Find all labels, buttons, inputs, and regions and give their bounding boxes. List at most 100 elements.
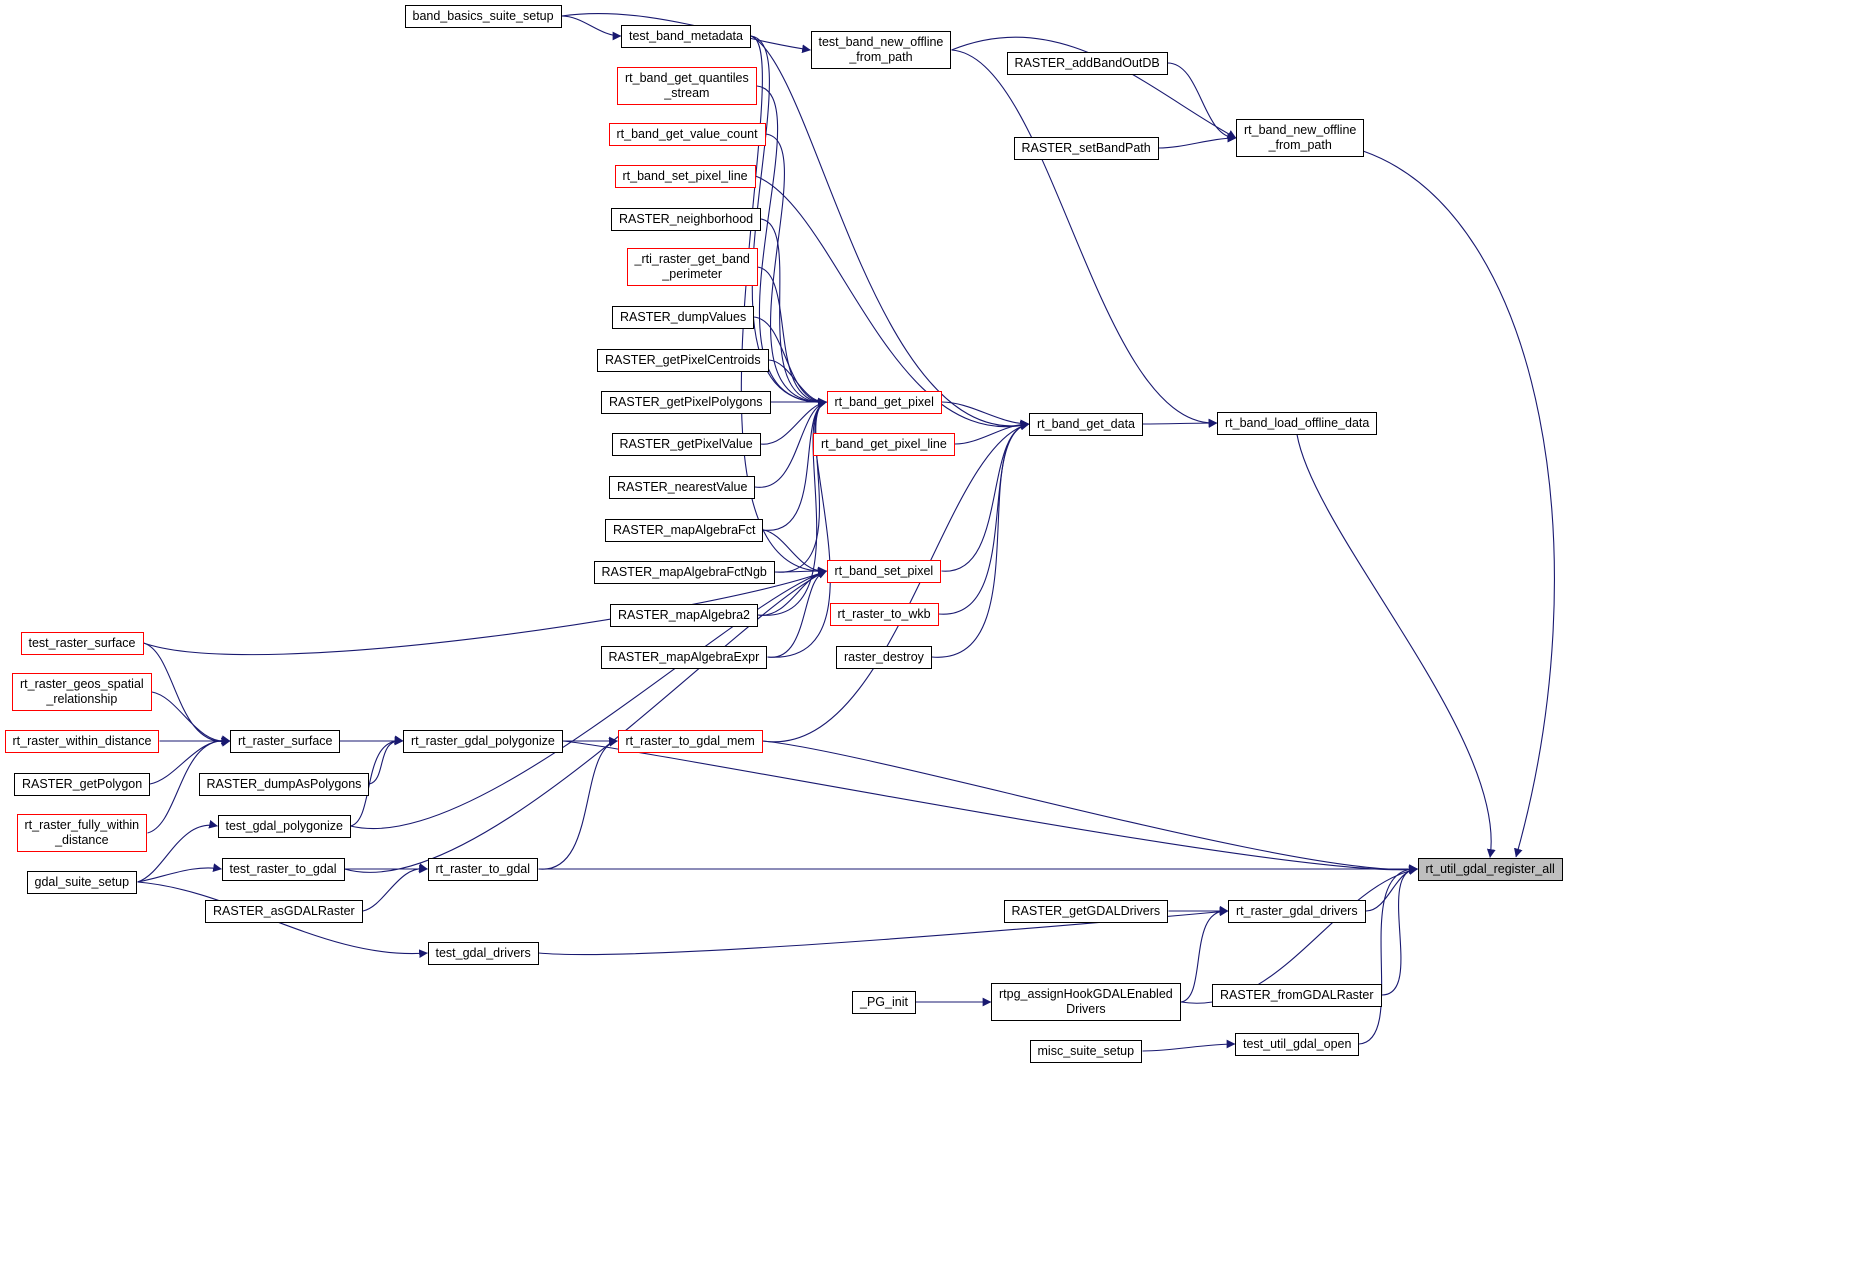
node-RASTER_getPixelValue[interactable]: RASTER_getPixelValue <box>611 432 761 456</box>
node-label: rt_band_new_offline <box>1244 123 1357 137</box>
edge-gdal_suite_setup--test_raster_to_gdal <box>137 863 222 883</box>
edge-RASTER_dumpAsPolygons--rt_raster_gdal_polygonize <box>369 735 404 785</box>
edge-rt_band_get_value_count--rt_band_get_pixel <box>765 133 827 407</box>
node-rt_raster_within_distance[interactable]: rt_raster_within_distance <box>4 729 160 753</box>
node-label: test_util_gdal_open <box>1243 1036 1352 1051</box>
edge-rt_raster_to_gdal_mem--rt_band_get_data <box>762 421 1030 743</box>
edge-rt_band_new_offline_from_path--rt_util_gdal_register_all <box>1362 150 1555 858</box>
node-test_util_gdal_open[interactable]: test_util_gdal_open <box>1235 1032 1360 1056</box>
edge-band_basics_suite_setup--test_band_metadata <box>561 15 622 41</box>
node-rt_band_new_offline_from_path[interactable]: rt_band_new_offline_from_path <box>1236 119 1365 157</box>
edge-RASTER_getPixelCentroids--rt_band_get_pixel <box>768 359 827 407</box>
node-label: rt_raster_within_distance <box>12 733 152 748</box>
edge-test_band_metadata--rt_band_get_data <box>750 35 1030 430</box>
node-rt_band_get_data[interactable]: rt_band_get_data <box>1029 412 1144 436</box>
node-RASTER_mapAlgebraFctNgb[interactable]: RASTER_mapAlgebraFctNgb <box>593 560 775 584</box>
node-misc_suite_setup[interactable]: misc_suite_setup <box>1029 1039 1143 1063</box>
node-RASTER_mapAlgebra2[interactable]: RASTER_mapAlgebra2 <box>610 603 759 627</box>
node-label: test_raster_to_gdal <box>229 861 337 876</box>
node-RASTER_mapAlgebraFct[interactable]: RASTER_mapAlgebraFct <box>605 518 764 542</box>
node-label: Drivers <box>1066 1002 1106 1016</box>
node-test_gdal_drivers[interactable]: test_gdal_drivers <box>427 941 539 965</box>
node-rt_band_get_value_count[interactable]: rt_band_get_value_count <box>608 122 766 146</box>
node-label: band_basics_suite_setup <box>412 8 554 23</box>
edge-rt_band_get_quantiles_stream--rt_band_get_pixel <box>756 85 827 407</box>
node-_PG_init[interactable]: _PG_init <box>852 990 916 1014</box>
node-rt_raster_fully_within_distance[interactable]: rt_raster_fully_within_distance <box>16 814 148 852</box>
edge-RASTER_setBandPath--rt_band_new_offline_from_path <box>1158 133 1237 149</box>
node-RASTER_asGDALRaster[interactable]: RASTER_asGDALRaster <box>205 899 363 923</box>
node-band_basics_suite_setup[interactable]: band_basics_suite_setup <box>404 4 562 28</box>
node-rt_raster_gdal_polygonize[interactable]: rt_raster_gdal_polygonize <box>403 729 563 753</box>
edge-band_basics_suite_setup--test_band_new_offline_from_path <box>561 13 811 54</box>
node-label: _stream <box>664 86 710 100</box>
node-RASTER_neighborhood[interactable]: RASTER_neighborhood <box>611 207 762 231</box>
node-rt_band_load_offline_data[interactable]: rt_band_load_offline_data <box>1217 411 1378 435</box>
edge-rt_raster_to_gdal--rt_raster_to_gdal_mem <box>538 737 618 870</box>
node-label: rt_raster_surface <box>238 733 333 748</box>
node-raster_destroy[interactable]: raster_destroy <box>836 645 932 669</box>
node-rt_raster_geos_spatial_relationship[interactable]: rt_raster_geos_spatial_relationship <box>12 673 152 711</box>
edge-misc_suite_setup--test_util_gdal_open <box>1142 1039 1236 1052</box>
node-RASTER_fromGDALRaster[interactable]: RASTER_fromGDALRaster <box>1212 983 1382 1007</box>
node-rt_raster_to_gdal[interactable]: rt_raster_to_gdal <box>427 857 539 881</box>
node-rt_raster_to_gdal_mem[interactable]: rt_raster_to_gdal_mem <box>617 729 763 753</box>
node-label: RASTER_getPixelCentroids <box>605 352 761 367</box>
edge-RASTER_mapAlgebraExpr--rt_band_get_pixel <box>767 399 831 658</box>
node-label: rt_raster_to_wkb <box>837 606 931 621</box>
node-test_raster_to_gdal[interactable]: test_raster_to_gdal <box>221 857 345 881</box>
node-label: RASTER_addBandOutDB <box>1014 55 1160 70</box>
node-rt_raster_to_wkb[interactable]: rt_raster_to_wkb <box>829 602 939 626</box>
node-rt_band_set_pixel[interactable]: rt_band_set_pixel <box>826 559 942 583</box>
edge-RASTER_fromGDALRaster--rt_util_gdal_register_all <box>1381 864 1418 996</box>
node-rt_band_get_pixel[interactable]: rt_band_get_pixel <box>826 390 942 414</box>
node-test_raster_surface[interactable]: test_raster_surface <box>20 631 144 655</box>
node-label: test_gdal_drivers <box>435 945 531 960</box>
node-test_band_metadata[interactable]: test_band_metadata <box>621 24 751 48</box>
node-RASTER_nearestValue[interactable]: RASTER_nearestValue <box>609 475 756 499</box>
edge-test_band_new_offline_from_path--rt_band_load_offline_data <box>951 49 1218 428</box>
node-label: _from_path <box>1268 138 1332 152</box>
node-label: _distance <box>55 833 109 847</box>
node-rt_band_set_pixel_line[interactable]: rt_band_set_pixel_line <box>614 164 756 188</box>
node-label: rt_band_get_quantiles <box>625 71 749 85</box>
node-label: _relationship <box>46 692 118 706</box>
node-rt_band_get_pixel_line[interactable]: rt_band_get_pixel_line <box>813 432 955 456</box>
node-label: rtpg_assignHookGDALEnabled <box>999 987 1173 1001</box>
node-label: rt_raster_geos_spatial <box>20 677 144 691</box>
node-label: RASTER_getGDALDrivers <box>1011 903 1161 918</box>
node-rt_raster_surface[interactable]: rt_raster_surface <box>230 729 341 753</box>
node-label: RASTER_setBandPath <box>1021 140 1151 155</box>
node-label: _from_path <box>849 50 913 64</box>
node-label: RASTER_getPolygon <box>22 776 143 791</box>
node-test_band_new_offline_from_path[interactable]: test_band_new_offline_from_path <box>810 31 952 69</box>
node-label: _PG_init <box>860 994 908 1009</box>
node-label: RASTER_mapAlgebraFctNgb <box>601 564 767 579</box>
node-label: gdal_suite_setup <box>34 874 130 889</box>
node-rt_raster_gdal_drivers[interactable]: rt_raster_gdal_drivers <box>1228 899 1366 923</box>
edge-rt_raster_gdal_polygonize--rt_util_gdal_register_all <box>562 740 1418 875</box>
node-RASTER_mapAlgebraExpr[interactable]: RASTER_mapAlgebraExpr <box>600 645 768 669</box>
edge-RASTER_mapAlgebraFctNgb--rt_band_set_pixel <box>774 566 827 576</box>
node-label: RASTER_dumpAsPolygons <box>206 776 362 791</box>
edge-rt_band_get_data--rt_band_load_offline_data <box>1142 418 1218 428</box>
node-RASTER_setBandPath[interactable]: RASTER_setBandPath <box>1013 136 1159 160</box>
node-RASTER_getGDALDrivers[interactable]: RASTER_getGDALDrivers <box>1003 899 1169 923</box>
node-RASTER_dumpAsPolygons[interactable]: RASTER_dumpAsPolygons <box>198 772 370 796</box>
node-label: rt_band_get_pixel <box>834 394 934 409</box>
node-label: rt_band_get_pixel_line <box>821 436 947 451</box>
node-label: test_raster_surface <box>28 635 136 650</box>
edge-rt_band_load_offline_data--rt_util_gdal_register_all <box>1296 434 1496 858</box>
node-rt_band_get_quantiles_stream[interactable]: rt_band_get_quantiles_stream <box>617 67 757 105</box>
node-test_gdal_polygonize[interactable]: test_gdal_polygonize <box>217 814 351 838</box>
node-RASTER_getPixelCentroids[interactable]: RASTER_getPixelCentroids <box>597 348 769 372</box>
node-_rti_raster_get_band_perimeter[interactable]: _rti_raster_get_band_perimeter <box>626 248 758 286</box>
node-gdal_suite_setup[interactable]: gdal_suite_setup <box>26 870 138 894</box>
node-RASTER_addBandOutDB[interactable]: RASTER_addBandOutDB <box>1006 51 1168 75</box>
node-RASTER_getPixelPolygons[interactable]: RASTER_getPixelPolygons <box>601 390 771 414</box>
node-label: RASTER_mapAlgebraFct <box>613 522 756 537</box>
node-RASTER_getPolygon[interactable]: RASTER_getPolygon <box>14 772 151 796</box>
node-RASTER_dumpValues[interactable]: RASTER_dumpValues <box>612 305 755 329</box>
node-label: rt_raster_gdal_polygonize <box>411 733 555 748</box>
